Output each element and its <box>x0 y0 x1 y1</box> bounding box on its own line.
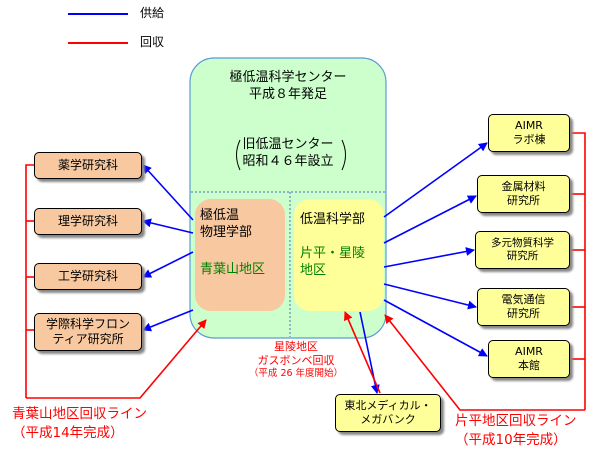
aobayama-line-label: 青葉山地区回収ライン （平成14年完成） <box>12 405 147 443</box>
dept-box-label-line2: メガバンク <box>360 413 416 426</box>
legend-supply-label: 供給 <box>140 6 165 20</box>
recovery-line-aobayama <box>25 164 34 398</box>
dept-box-label-line2: 研究所 <box>506 250 539 262</box>
old-center-label: 旧低温センター 昭和４６年設立 <box>190 137 386 171</box>
center-title-line1: 極低温科学センター <box>229 70 347 85</box>
supply-arrow-riec <box>383 283 477 310</box>
dept-box-label-line1: AIMR <box>515 119 543 133</box>
katahira-line-label: 片平地区回収ライン （平成10年完成） <box>455 412 577 450</box>
dept-box-aimr-main: AIMR 本館 <box>488 340 570 378</box>
dept-box-pharmacy: 薬学研究科 <box>34 152 142 179</box>
legend-recovery-label: 回収 <box>140 35 165 49</box>
supply-arrow-frontier <box>142 309 194 332</box>
katahira-line-label-line2: （平成10年完成） <box>455 431 567 448</box>
dept-box-label: 理学研究科 <box>57 214 118 228</box>
aobayama-unit-line1: 極低温 <box>200 208 240 223</box>
seiryo-note-line3: （平成 26 年度開始） <box>248 367 344 379</box>
katahira-unit-label: 低温科学部 <box>300 212 366 227</box>
katahira-area-line2: 地区 <box>300 262 327 278</box>
dept-box-riec: 電気通信 研究所 <box>477 288 570 326</box>
dept-box-label-line1: 学際科学フロン <box>45 317 130 331</box>
katahira-area-line1: 片平・星陵 <box>300 246 366 261</box>
katahira-line-label-line1: 片平地区回収ライン <box>455 413 577 429</box>
katahira-unit-box <box>294 199 384 311</box>
aobayama-area-label: 青葉山地区 <box>200 262 266 277</box>
dept-box-label-line2: 研究所 <box>507 194 540 207</box>
recovery-arrow-seiryo <box>344 311 381 394</box>
katahira-area-label: 片平・星陵 地区 <box>300 246 365 280</box>
dept-box-label-line2: ラボ棟 <box>512 133 546 146</box>
old-center-bracket-left <box>236 139 241 171</box>
dept-box-label: 薬学研究科 <box>57 158 118 172</box>
dept-box-label-line1: 電気通信 <box>501 293 546 307</box>
supply-arrow-tagen <box>383 247 475 268</box>
aobayama-line-label-line2: （平成14年完成） <box>12 424 124 441</box>
dept-box-engineering: 工学研究科 <box>34 263 142 290</box>
dept-box-label-line1: AIMR <box>515 345 543 359</box>
center-title-line2: 平成８年発足 <box>248 86 327 102</box>
seiryo-note-line2: ガスボンベ回収 <box>257 353 335 367</box>
seiryo-note-line1: 星陵地区 <box>274 340 318 353</box>
dept-box-label-line2: 本館 <box>518 359 540 372</box>
dept-box-science: 理学研究科 <box>34 208 142 235</box>
dept-box-aimr-lab: AIMR ラボ棟 <box>488 114 570 152</box>
recovery-arrow-katahira <box>384 314 585 411</box>
dept-box-label-line2: 研究所 <box>507 307 540 320</box>
dept-box-label-line2: ティア研究所 <box>52 332 124 346</box>
dept-box-frontier: 学際科学フロン ティア研究所 <box>34 313 142 351</box>
dept-box-label-line1: 東北メディカル・ <box>344 399 432 413</box>
old-center-line2: 昭和４６年設立 <box>242 153 334 169</box>
supply-arrow-engineering <box>142 251 194 278</box>
old-center-line1: 旧低温センター <box>242 137 334 152</box>
supply-arrow-aimr-lab <box>383 142 488 218</box>
old-center-bracket-right <box>341 139 346 171</box>
center-title: 極低温科学センター 平成８年発足 <box>190 70 386 104</box>
aobayama-line-label-line1: 青葉山地区回収ライン <box>12 406 147 422</box>
aobayama-unit-box <box>195 199 285 311</box>
supply-arrow-pharmacy <box>142 164 194 221</box>
dept-box-imr: 金属材料 研究所 <box>477 175 570 213</box>
recovery-line-katahira <box>570 132 586 410</box>
supply-arrow-aimr-main <box>383 299 488 357</box>
dept-box-label: 工学研究科 <box>57 269 118 283</box>
dept-box-label-line1: 多元物質科学 <box>491 236 554 249</box>
aobayama-unit-label: 極低温 物理学部 <box>200 208 252 242</box>
dept-box-megabank: 東北メディカル・ メガバンク <box>335 394 441 432</box>
supply-arrow-imr <box>383 195 477 244</box>
aobayama-unit-line2: 物理学部 <box>200 224 253 240</box>
recovery-arrow-aobayama <box>26 319 207 399</box>
seiryo-note: 星陵地区 ガスボンベ回収 （平成 26 年度開始） <box>236 340 356 379</box>
dept-box-tagen: 多元物質科学 研究所 <box>475 231 570 269</box>
dept-box-label-line1: 金属材料 <box>501 180 546 194</box>
supply-arrow-science <box>142 218 194 234</box>
